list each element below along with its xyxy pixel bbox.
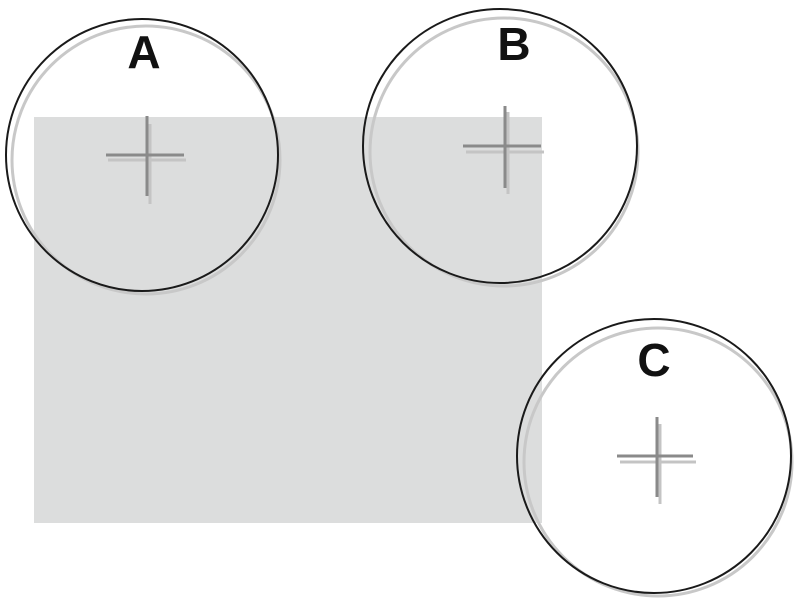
circle-a-group: A [5, 18, 282, 296]
circle-a-shadow [10, 24, 282, 296]
circle-b [362, 8, 638, 284]
circle-b-label: B [497, 18, 530, 70]
circle-a [5, 18, 279, 292]
crosshair-icon [463, 106, 544, 194]
circle-a-label: A [127, 26, 160, 78]
crosshair-icon [106, 116, 186, 204]
circle-c-shadow [522, 326, 794, 598]
circle-b-shadow [368, 16, 640, 288]
circle-c [516, 318, 792, 594]
circle-b-group: B [362, 8, 640, 288]
circle-c-group: C [516, 318, 794, 598]
circle-c-label: C [637, 334, 670, 386]
gray-rectangle [34, 117, 542, 523]
crosshair-icon [617, 417, 696, 504]
